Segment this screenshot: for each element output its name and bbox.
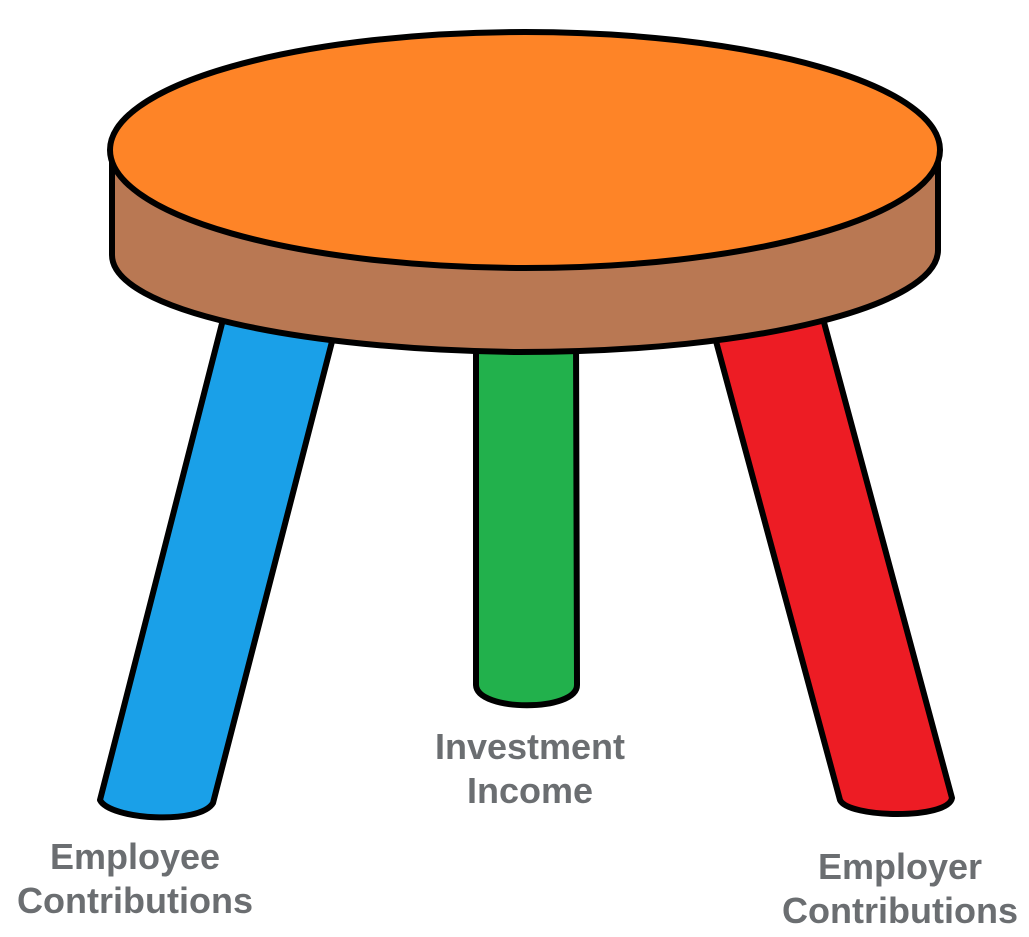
stool-seat-top bbox=[107, 29, 943, 271]
label-investment-line2: Income bbox=[466, 770, 594, 811]
leg-investment-income bbox=[473, 327, 580, 709]
leg-employer-contributions bbox=[710, 297, 955, 817]
label-investment-income: Investment Income bbox=[420, 725, 640, 813]
leg-employee-contributions bbox=[97, 297, 338, 821]
label-employee-line2: Contributions bbox=[17, 880, 253, 921]
label-employee-line1: Employee bbox=[49, 836, 221, 877]
label-employee-contributions: Employee Contributions bbox=[10, 835, 260, 923]
label-employer-line1: Employer bbox=[817, 846, 983, 887]
label-investment-line1: Investment bbox=[434, 726, 626, 767]
label-employer-line2: Contributions bbox=[782, 890, 1018, 931]
label-employer-contributions: Employer Contributions bbox=[775, 845, 1025, 933]
